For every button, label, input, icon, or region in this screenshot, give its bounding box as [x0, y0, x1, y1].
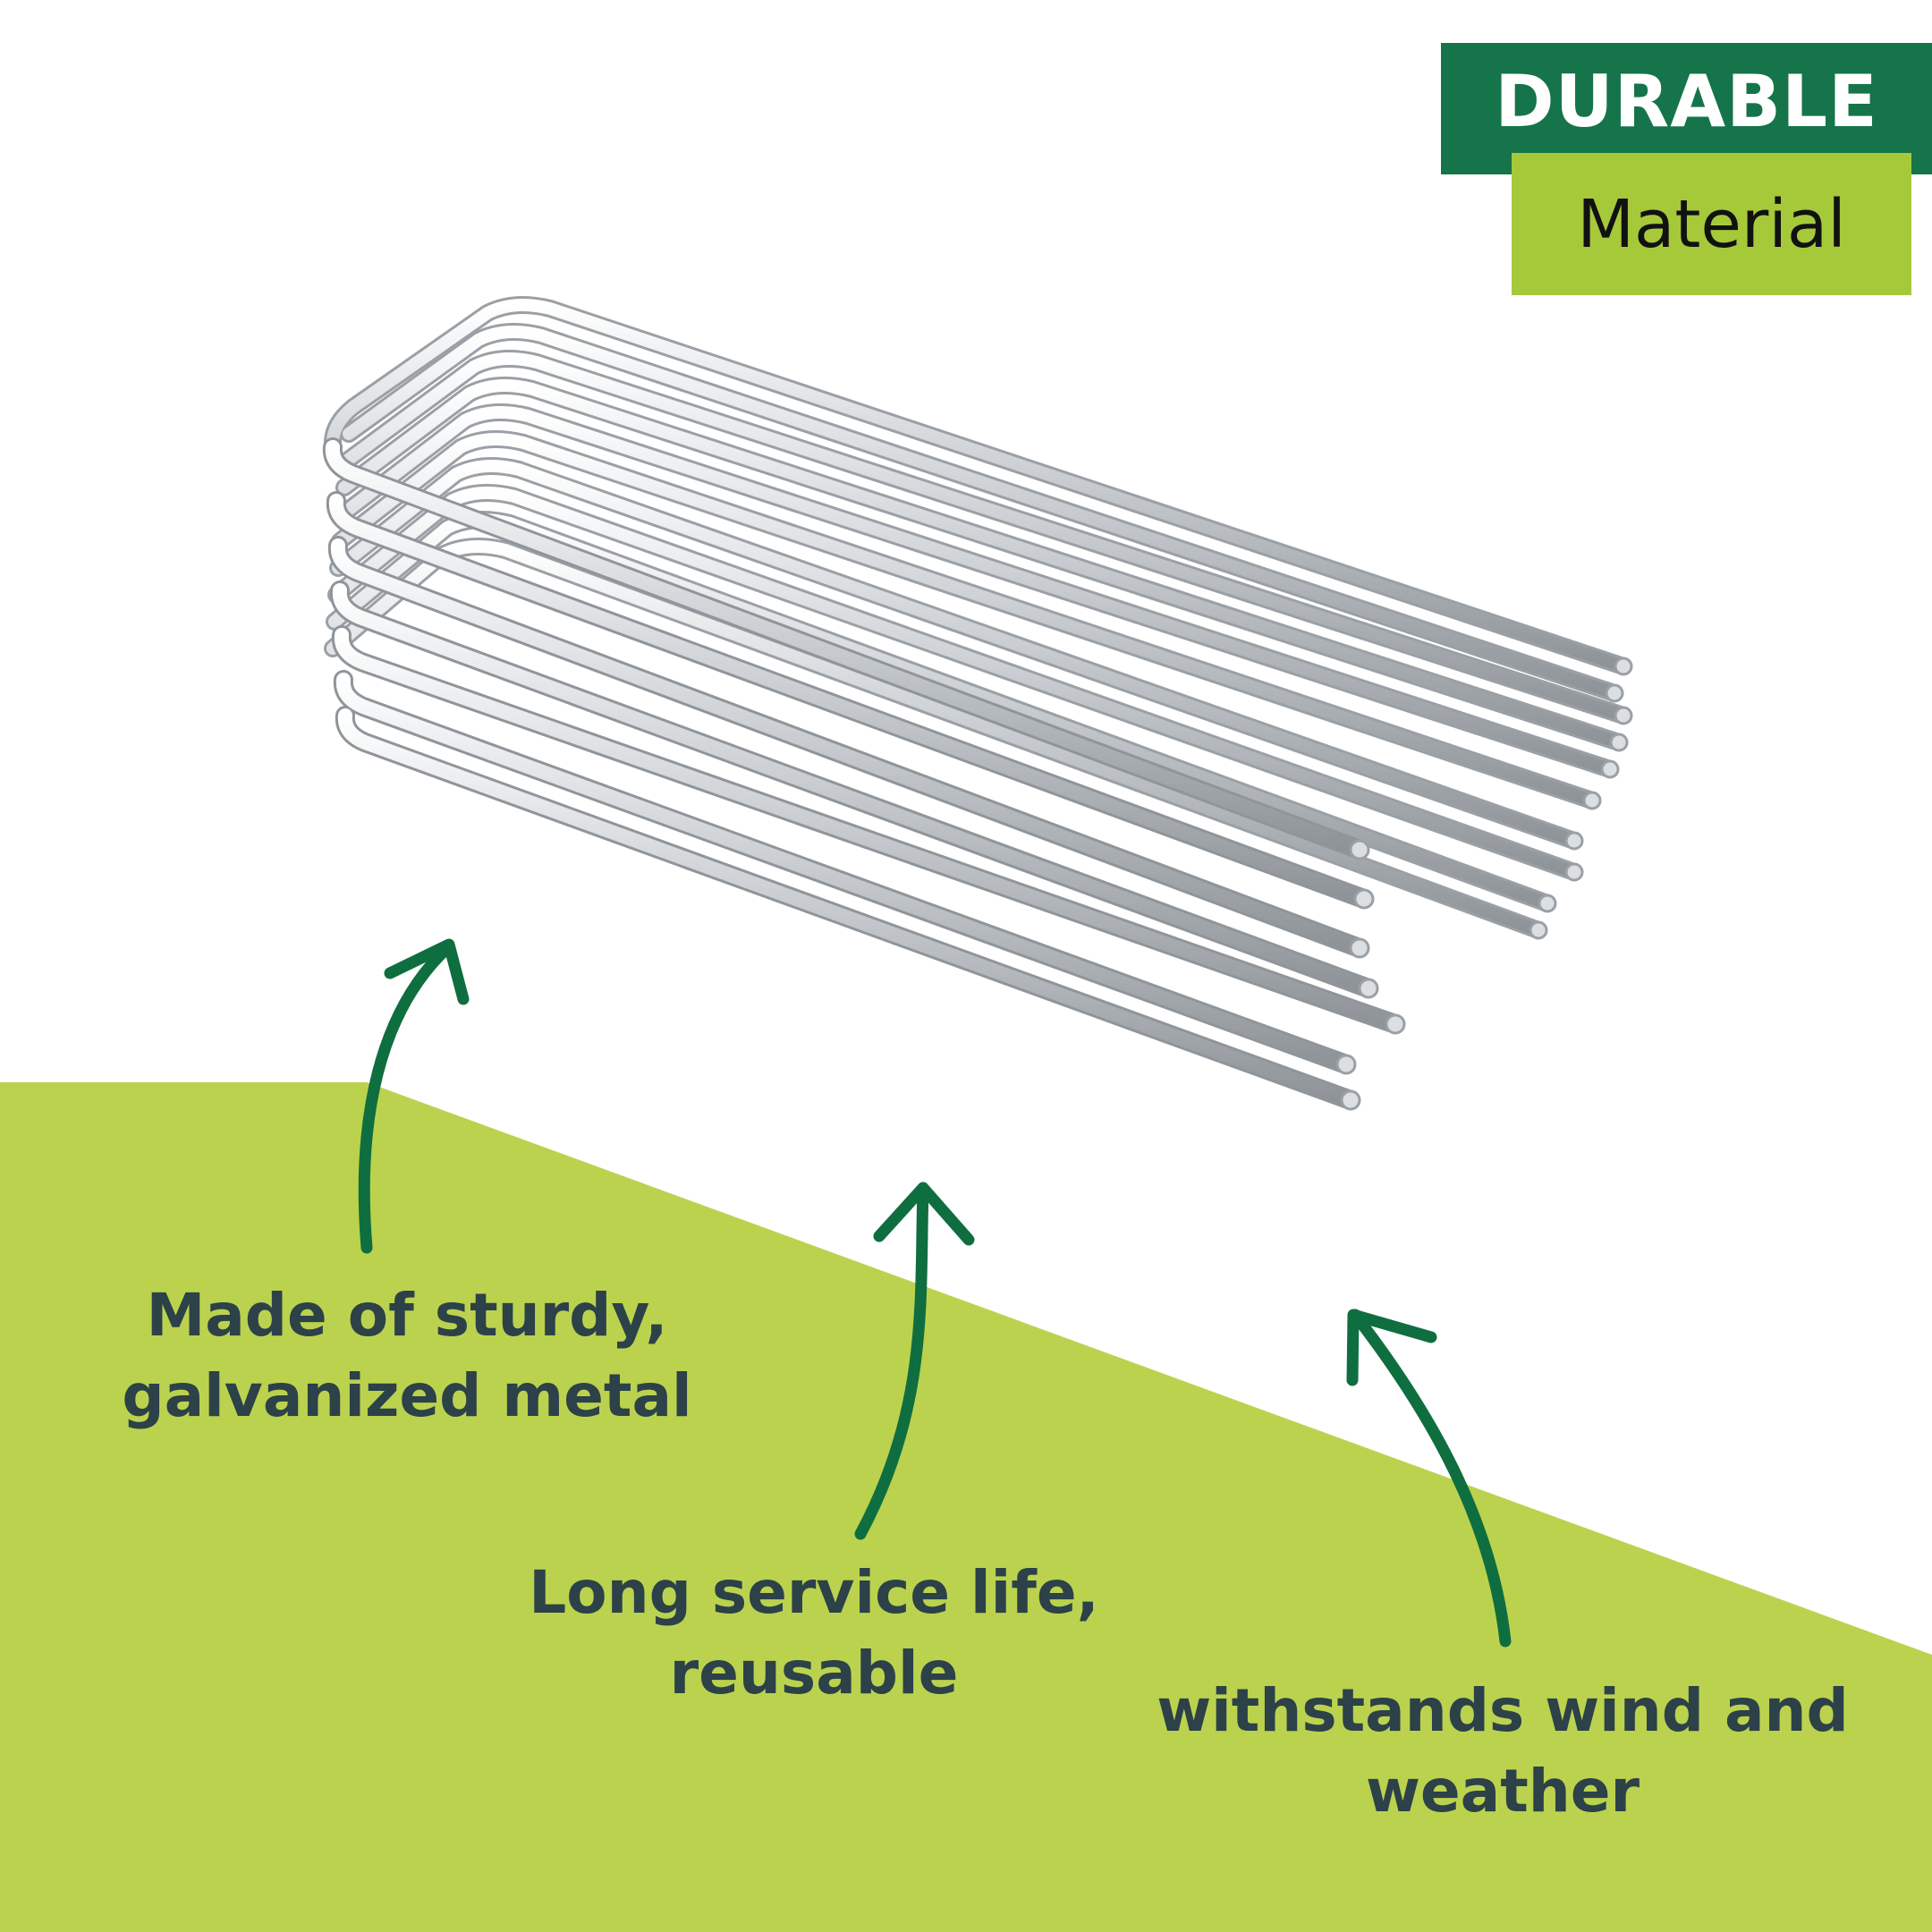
feature-line: weather	[1365, 1757, 1640, 1826]
feature-line: reusable	[669, 1639, 959, 1707]
badge-subtitle: Material	[1512, 153, 1911, 295]
feature-long-service-life: Long service life, reusable	[501, 1553, 1127, 1714]
feature-line: Long service life,	[529, 1558, 1099, 1627]
curved-arrow-icon	[854, 1182, 975, 1540]
badge-title: DURABLE	[1495, 59, 1878, 143]
badge-title-background	[1441, 43, 1932, 174]
feature-galvanized-metal: Made of sturdy, galvanized metal	[85, 1275, 729, 1436]
curved-arrow-icon	[1346, 1309, 1512, 1648]
feature-line: withstands wind and	[1157, 1676, 1849, 1745]
feature-weather-resistant: withstands wind and weather	[1136, 1671, 1869, 1832]
feature-line: Made of sturdy,	[146, 1281, 668, 1350]
curved-arrow-icon	[358, 938, 470, 1254]
feature-line: galvanized metal	[122, 1361, 692, 1430]
